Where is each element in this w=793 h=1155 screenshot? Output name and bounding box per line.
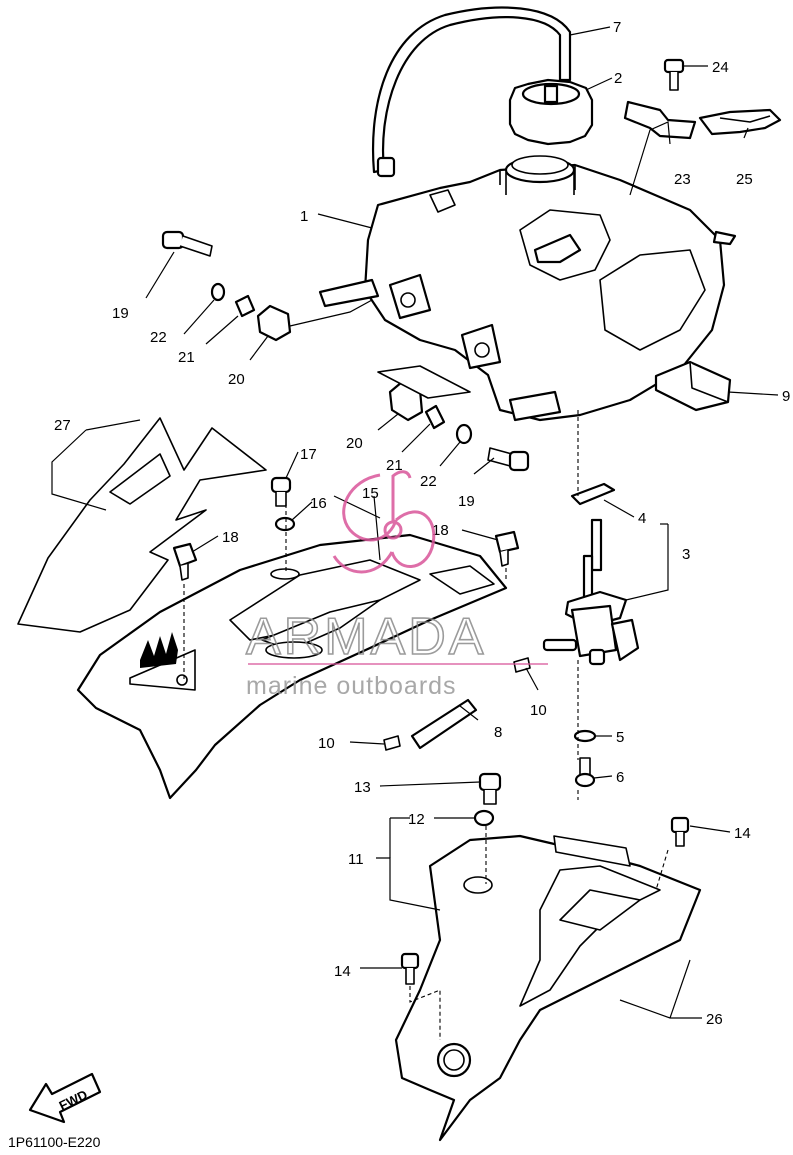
watermark-tagline: marine outboards <box>246 672 457 700</box>
side-cover-15 <box>76 533 508 800</box>
callout-labels: 1 2 7 24 23 25 9 4 3 5 6 8 10 10 19 22 2… <box>54 19 790 1028</box>
callout-19-a: 19 <box>112 305 129 322</box>
fuel-cock-3 <box>542 518 640 666</box>
rivet-18-left <box>172 542 198 581</box>
callout-12: 12 <box>408 811 425 828</box>
callout-14-a: 14 <box>734 825 751 842</box>
nut-12 <box>473 809 495 827</box>
screw-13 <box>478 772 502 805</box>
bracket-23 <box>623 100 697 140</box>
callout-19-b: 19 <box>458 493 475 510</box>
fuel-tank <box>318 155 737 422</box>
callout-2: 2 <box>614 70 622 87</box>
assembly-lines <box>183 410 669 1040</box>
screw-17 <box>270 476 292 507</box>
callout-14-b: 14 <box>334 963 351 980</box>
nut-16 <box>274 516 296 532</box>
fwd-arrow-icon: FWD <box>28 1072 102 1124</box>
callout-18-a: 18 <box>222 529 239 546</box>
collar-21-upper <box>234 294 256 318</box>
armada-logo-icon <box>332 470 436 574</box>
screw-6 <box>574 757 596 788</box>
callout-8: 8 <box>494 724 502 741</box>
callout-20-a: 20 <box>228 371 245 388</box>
fuel-breather-hose <box>372 6 572 178</box>
gasket-4 <box>570 482 616 506</box>
callout-16: 16 <box>310 495 327 512</box>
callout-5: 5 <box>616 729 624 746</box>
callout-23: 23 <box>674 171 691 188</box>
rivet-18-right <box>494 530 520 567</box>
damper-9 <box>654 360 732 412</box>
rivet-14-lower <box>400 952 420 985</box>
fuel-hose-8 <box>410 698 478 750</box>
graphic-decal-26 <box>519 865 661 1007</box>
callout-24: 24 <box>712 59 729 76</box>
callout-10-a: 10 <box>318 735 335 752</box>
callout-26: 26 <box>706 1011 723 1028</box>
callout-13: 13 <box>354 779 371 796</box>
callout-21-b: 21 <box>386 457 403 474</box>
callout-17: 17 <box>300 446 317 463</box>
callout-9: 9 <box>782 388 790 405</box>
tank-cap <box>508 78 594 146</box>
rivet-14-upper <box>670 816 690 847</box>
callout-25: 25 <box>736 171 753 188</box>
bolt-19-lower <box>487 447 530 472</box>
callout-4: 4 <box>638 510 646 527</box>
tank-mount-plate <box>377 365 471 399</box>
callout-27: 27 <box>54 417 71 434</box>
callout-22-a: 22 <box>150 329 167 346</box>
callout-10-b: 10 <box>530 702 547 719</box>
watermark-brand: ARMADA <box>246 608 486 666</box>
collar-21-lower <box>424 404 446 430</box>
callout-20-b: 20 <box>346 435 363 452</box>
callout-21-a: 21 <box>178 349 195 366</box>
bolt-19-upper <box>161 230 213 257</box>
callout-18-b: 18 <box>432 522 449 539</box>
leader-lines <box>51 26 779 1019</box>
clip-25 <box>698 108 782 136</box>
callout-7: 7 <box>613 19 621 36</box>
callout-15: 15 <box>362 485 379 502</box>
washer-22-lower <box>455 423 473 445</box>
washer-22-upper <box>210 282 226 302</box>
callout-3: 3 <box>682 546 690 563</box>
screw-24 <box>663 58 685 91</box>
washer-5 <box>573 729 597 743</box>
diagram-code: 1P61100-E220 <box>8 1134 101 1150</box>
watermark: ARMADA marine outboards <box>245 470 548 700</box>
hose-clip-10-a <box>383 735 401 751</box>
damper-20-upper <box>256 304 292 342</box>
callout-6: 6 <box>616 769 624 786</box>
callout-1: 1 <box>300 208 308 225</box>
graphic-decal-27 <box>17 417 267 633</box>
callout-22-b: 22 <box>420 473 437 490</box>
callout-11: 11 <box>348 851 364 868</box>
